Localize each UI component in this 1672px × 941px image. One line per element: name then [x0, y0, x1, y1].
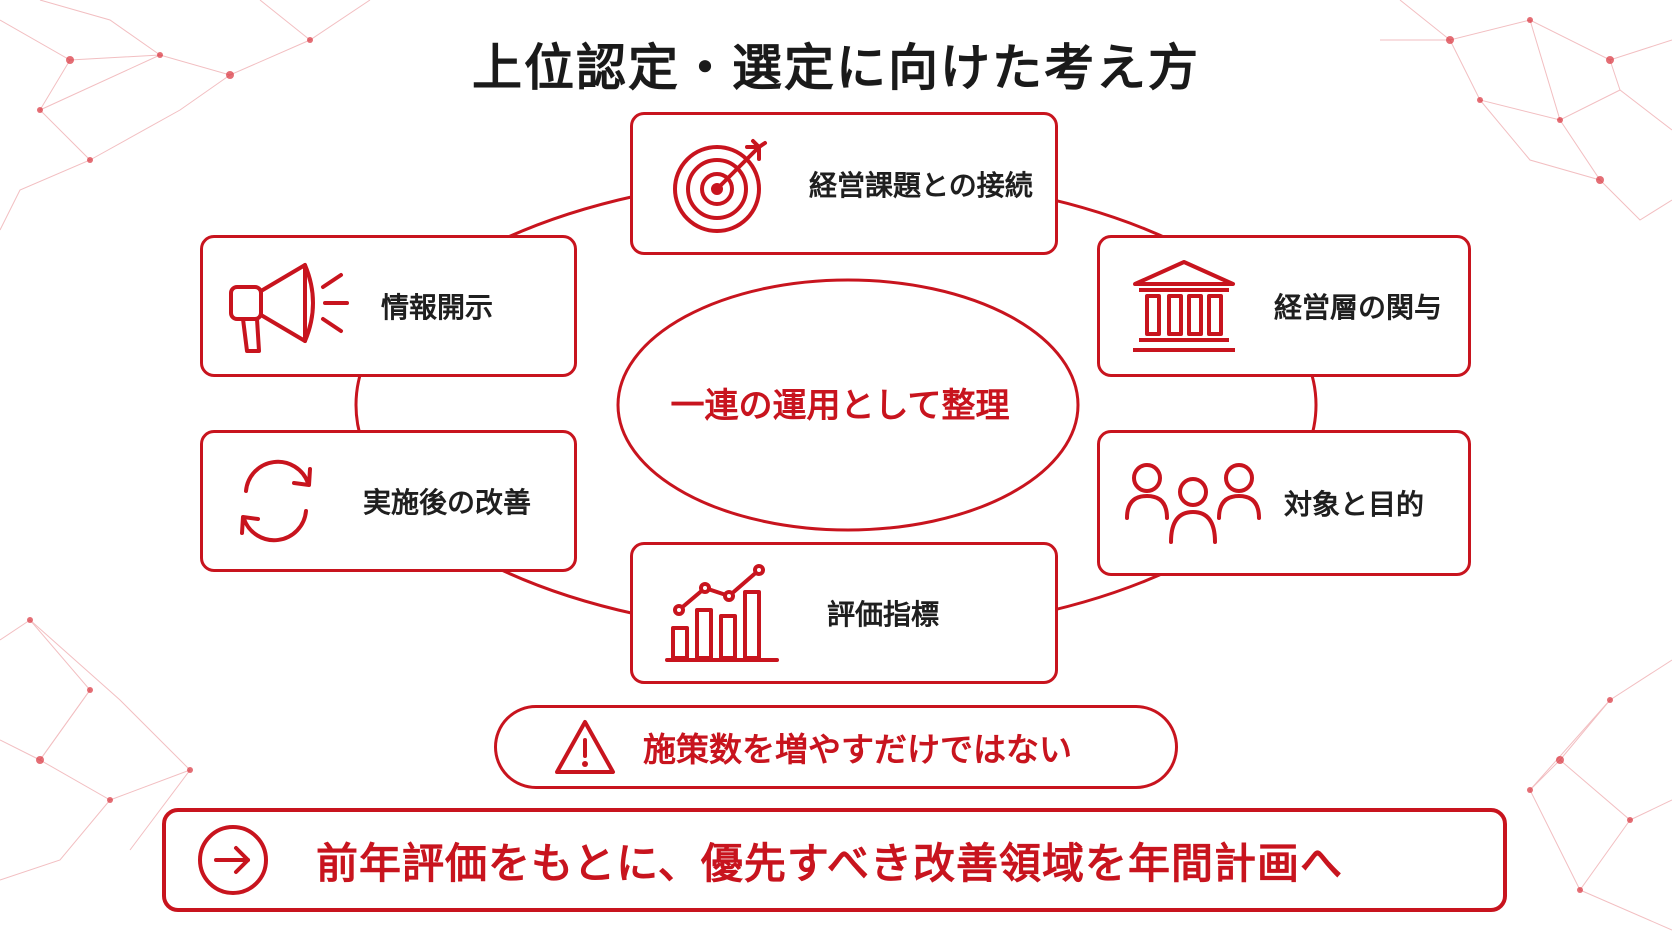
- page-title: 上位認定・選定に向けた考え方: [472, 39, 1200, 97]
- card-label: 実施後の改善: [363, 486, 532, 519]
- card-business-issue: 経営課題との接続: [630, 112, 1058, 255]
- annual-plan-banner: 前年評価をもとに、優先すべき改善領域を年間計画へ: [162, 808, 1507, 912]
- card-target-purpose: 対象と目的: [1097, 430, 1471, 576]
- card-disclosure: 情報開示: [200, 235, 577, 377]
- plan-label: 前年評価をもとに、優先すべき改善領域を年間計画へ: [316, 838, 1343, 888]
- card-management-involvement: 経営層の関与: [1097, 235, 1471, 377]
- arrow-circle-icon: [194, 823, 272, 897]
- growth-chart-icon: [653, 558, 793, 668]
- warning-banner: 施策数を増やすだけではない: [494, 705, 1178, 789]
- card-label: 経営層の関与: [1274, 291, 1443, 324]
- warning-icon: [553, 718, 617, 776]
- target-icon: [647, 129, 797, 239]
- card-label: 評価指標: [827, 598, 940, 631]
- center-ellipse: [616, 278, 1080, 532]
- card-evaluation-metrics: 評価指標: [630, 542, 1058, 684]
- cycle-arrows-icon: [221, 451, 331, 551]
- institution-icon: [1114, 256, 1254, 356]
- warning-label: 施策数を増やすだけではない: [643, 730, 1072, 769]
- card-label: 情報開示: [381, 291, 494, 324]
- card-label: 経営課題との接続: [809, 168, 1033, 202]
- people-group-icon: [1118, 458, 1268, 548]
- card-post-improvement: 実施後の改善: [200, 430, 577, 572]
- megaphone-icon: [215, 251, 365, 361]
- card-label: 対象と目的: [1284, 488, 1425, 521]
- center-label: 一連の運用として整理: [670, 386, 1010, 426]
